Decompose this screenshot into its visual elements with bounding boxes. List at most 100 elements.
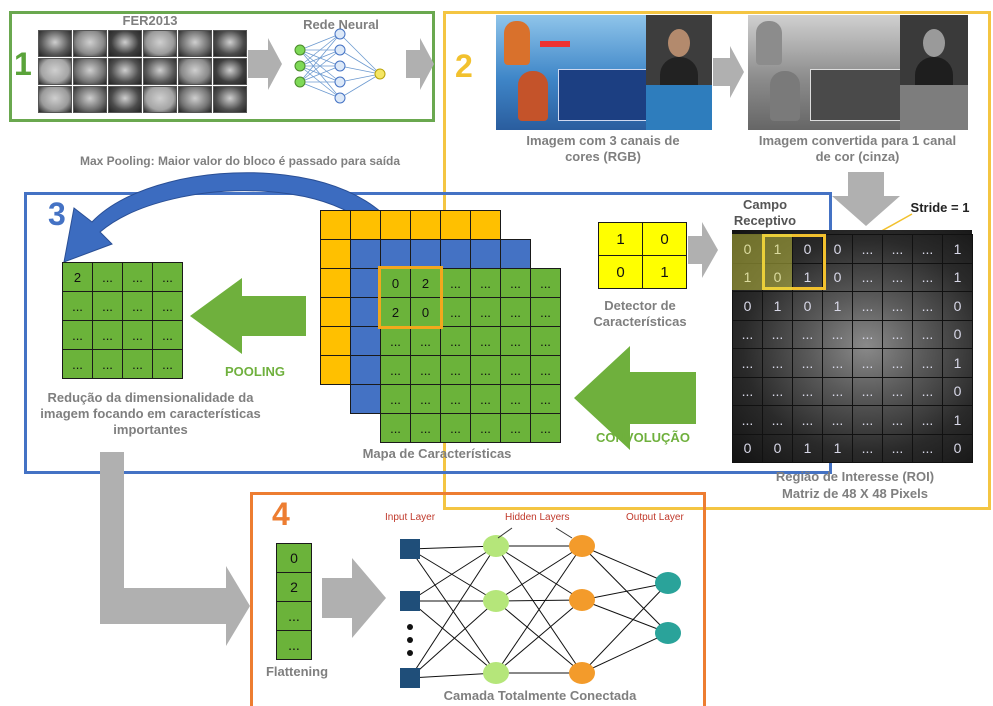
hidden-node-layer2 <box>569 662 595 684</box>
dialog-box <box>558 69 648 121</box>
roi-cell: ... <box>792 376 823 406</box>
output-node <box>655 622 681 644</box>
receptive-field-highlight <box>732 234 792 290</box>
network-connection <box>581 545 669 634</box>
roi-cell: ... <box>822 376 853 406</box>
yellow-layer-cell <box>320 355 351 385</box>
face-thumbnail <box>108 30 142 57</box>
hidden-node-layer1 <box>483 535 509 557</box>
ellipsis-dot <box>407 624 413 630</box>
network-connection <box>495 599 583 674</box>
hidden-node-layer2 <box>569 535 595 557</box>
ellipsis-dot <box>407 650 413 656</box>
network-connection <box>581 582 669 674</box>
max-pooling-curved-arrow <box>63 172 411 269</box>
green-layer-cell: ... <box>530 413 561 443</box>
webcam-feed <box>900 15 968 85</box>
input-node <box>400 539 420 559</box>
roi-cell: 0 <box>822 262 853 292</box>
roi-cell: ... <box>852 262 883 292</box>
roi-cell: 0 <box>732 291 763 321</box>
dataset-label: FER2013 <box>122 13 178 28</box>
roi-cell: ... <box>882 433 913 463</box>
green-layer-cell: ... <box>470 326 501 356</box>
roi-cell: ... <box>912 262 943 292</box>
network-connection <box>581 599 669 634</box>
pooled-cell: ... <box>152 320 183 350</box>
game-floor <box>900 85 968 130</box>
green-layer-cell: ... <box>380 413 411 443</box>
green-layer-cell: ... <box>380 384 411 414</box>
network-connection <box>581 582 669 601</box>
flattened-cell: ... <box>276 601 312 631</box>
face-thumbnail <box>108 86 142 113</box>
arrow-down-icon <box>832 172 900 226</box>
roi-cell: 0 <box>762 433 793 463</box>
face-thumbnail <box>213 30 247 57</box>
roi-cell: ... <box>912 234 943 264</box>
arrow-to-flattening-icon <box>100 452 250 646</box>
roi-cell: 0 <box>732 433 763 463</box>
yellow-layer-cell <box>350 210 381 240</box>
character-icon <box>756 21 782 65</box>
pooled-cell: ... <box>152 262 183 292</box>
step-number-1: 1 <box>14 46 32 82</box>
blue-layer-cell <box>470 239 501 269</box>
face-thumbnail <box>213 86 247 113</box>
roi-cell: ... <box>912 291 943 321</box>
network-connection <box>409 545 497 602</box>
pooled-cell: ... <box>92 262 123 292</box>
roi-cell: ... <box>852 319 883 349</box>
roi-cell: ... <box>912 405 943 435</box>
panel-4-frame <box>250 492 706 706</box>
green-layer-cell: ... <box>470 384 501 414</box>
network-connection <box>495 545 583 602</box>
network-connection <box>409 600 497 674</box>
pooled-cell: ... <box>152 291 183 321</box>
gray-caption: Imagem convertida para 1 canal de cor (c… <box>758 133 957 164</box>
face-thumbnail <box>73 86 107 113</box>
roi-cell: ... <box>822 405 853 435</box>
rgb-caption: Imagem com 3 canais de cores (RGB) <box>526 133 680 164</box>
feature-detector-label: Detector de Características <box>593 298 687 329</box>
face-thumbnail <box>178 58 212 85</box>
green-layer-cell: ... <box>530 268 561 298</box>
convolution-label: CONVOLUÇÃO <box>596 430 690 445</box>
pooled-cell: ... <box>122 262 153 292</box>
yellow-layer-cell <box>320 326 351 356</box>
input-layer-label: Input Layer <box>385 512 436 523</box>
green-layer-cell: ... <box>410 326 441 356</box>
roi-caption-line1: Região de Interesse (ROI) <box>775 469 935 484</box>
network-connection <box>581 632 669 674</box>
flattened-cell: 0 <box>276 543 312 573</box>
network-label: Rede Neural <box>303 17 379 32</box>
roi-cell: ... <box>912 376 943 406</box>
character-icon <box>504 21 530 65</box>
pooled-cell: ... <box>92 291 123 321</box>
green-layer-cell: ... <box>500 326 531 356</box>
network-connection <box>409 548 497 674</box>
roi-cell: ... <box>762 319 793 349</box>
green-layer-cell: ... <box>530 355 561 385</box>
detector-cell: 1 <box>598 222 643 256</box>
green-layer-cell: ... <box>410 384 441 414</box>
face-thumbnail <box>73 58 107 85</box>
pooled-cell: ... <box>92 320 123 350</box>
hidden-layers-label: Hidden Layers <box>505 512 570 523</box>
green-layer-cell: ... <box>500 355 531 385</box>
network-connection <box>581 545 669 584</box>
blue-layer-cell <box>350 239 381 269</box>
yellow-layer-cell <box>470 210 501 240</box>
roi-cell: ... <box>912 319 943 349</box>
green-layer-cell: ... <box>440 297 471 327</box>
reduction-caption: Redução da dimensionalidade da imagem fo… <box>40 390 261 437</box>
game-floor <box>646 85 712 130</box>
face-thumbnail <box>178 30 212 57</box>
roi-cell: ... <box>852 234 883 264</box>
face-thumbnail <box>213 58 247 85</box>
roi-cell: 1 <box>792 433 823 463</box>
yellow-layer-cell <box>440 210 471 240</box>
pooling-arrow-icon <box>190 278 306 354</box>
